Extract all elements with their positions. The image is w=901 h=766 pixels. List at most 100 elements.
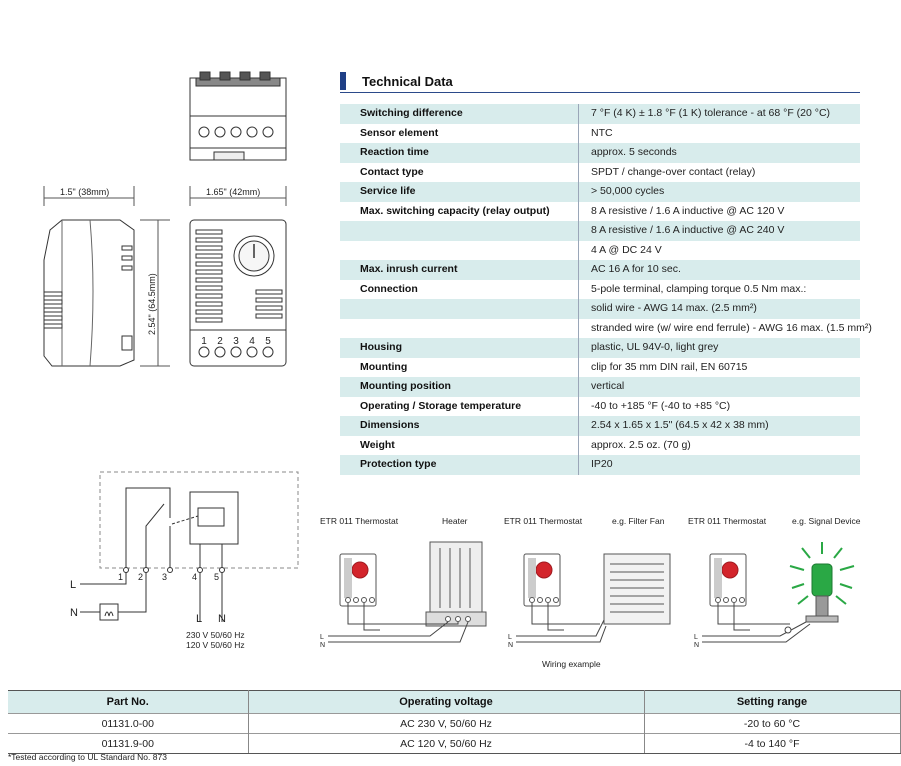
- wiring-label-3: ETR 011 Thermostat: [688, 516, 767, 526]
- side-view: [43, 186, 135, 367]
- table-row: stranded wire (w/ wire end ferrule) - AW…: [340, 318, 872, 338]
- heater: [425, 541, 487, 627]
- dim-width-side: 1.5" (38mm): [60, 187, 109, 197]
- spec-key: [340, 299, 579, 319]
- technical-data-title: Technical Data: [362, 74, 453, 89]
- spec-key: [340, 240, 579, 260]
- spec-value: > 50,000 cycles: [578, 182, 860, 202]
- spec-key: Weight: [340, 435, 579, 455]
- spec-value: stranded wire (w/ wire end ferrule) - AW…: [591, 321, 872, 334]
- setting-range: -4 to 140 °F: [644, 733, 901, 754]
- table-row: Operating / Storage temperature -40 to +1…: [340, 396, 860, 416]
- spec-key: Operating / Storage temperature: [340, 396, 579, 416]
- sch-voltage-2: 120 V 50/60 Hz: [186, 640, 245, 650]
- circuit-schematic: 1 2 3 4 5 L N L N 230 V 50/60 Hz 120 V 5…: [70, 471, 299, 650]
- header-setting-range: Setting range: [644, 690, 901, 714]
- sch-terminal-2: 2: [138, 572, 143, 582]
- terminal-5-label: 5: [265, 336, 271, 347]
- footnote: *Tested according to UL Standard No. 873: [8, 752, 167, 762]
- spec-value: IP20: [578, 455, 860, 475]
- wiring-examples: ETR 011 Thermostat Heater ETR 011 Thermo…: [320, 516, 861, 669]
- spec-key: Protection type: [340, 455, 579, 475]
- dim-width-front: 1.65" (42mm): [206, 187, 260, 197]
- section-marker: [340, 72, 346, 90]
- front-terminal-numbers: 1 2 3 4 5: [201, 336, 271, 347]
- table-row: 01131.9-00 AC 120 V, 50/60 Hz -4 to 140 …: [8, 733, 901, 754]
- thermostat-1: [339, 553, 377, 607]
- parts-header-row: Part No. Operating voltage Setting range: [8, 690, 901, 714]
- wiring-caption: Wiring example: [542, 659, 601, 669]
- wiring-label-1: ETR 011 Thermostat: [320, 516, 399, 526]
- wire-n-3: N: [694, 642, 699, 649]
- spec-value: approx. 5 seconds: [578, 143, 860, 163]
- sch-terminal-3: 3: [162, 572, 167, 582]
- wiring-device-1: Heater: [442, 516, 468, 526]
- terminal-3-label: 3: [233, 336, 239, 347]
- sch-voltage-1: 230 V 50/60 Hz: [186, 630, 245, 640]
- schematic-terminal-numbers: 1 2 3 4 5: [118, 572, 219, 582]
- operating-voltage: AC 120 V, 50/60 Hz: [248, 733, 645, 754]
- wiring-device-3: e.g. Signal Device: [792, 516, 861, 526]
- spec-key: Reaction time: [340, 143, 579, 163]
- spec-value: 7 °F (4 K) ± 1.8 °F (1 K) tolerance - at…: [578, 104, 860, 124]
- wire-n-1: N: [320, 642, 325, 649]
- wire-l-1: L: [320, 634, 324, 641]
- sch-line-l: L: [70, 579, 76, 591]
- spec-value: NTC: [591, 126, 613, 139]
- filter-fan: [603, 553, 671, 625]
- wire-n-2: N: [508, 642, 513, 649]
- sch-terminal-1: 1: [118, 572, 123, 582]
- height-dimension: [140, 219, 170, 367]
- spec-value: SPDT / change-over contact (relay): [591, 165, 756, 178]
- parts-table: Part No. Operating voltage Setting range…: [8, 690, 901, 754]
- spec-key: Service life: [340, 182, 579, 202]
- table-row: Max. switching capacity (relay output)8 …: [340, 201, 860, 221]
- sch-terminal-4: 4: [192, 572, 197, 582]
- spec-key: Sensor element: [340, 123, 579, 143]
- thermostat-3: [709, 553, 747, 607]
- terminal-4-label: 4: [249, 336, 255, 347]
- spec-key: Housing: [340, 338, 579, 358]
- thermostat-2: [523, 553, 561, 607]
- dimension-drawing: 1.5" (38mm) 1.65" (42mm) 2.54" (64.5mm) …: [43, 71, 287, 367]
- spec-key: Max. switching capacity (relay output): [340, 201, 579, 221]
- table-row: Sensor element NTC: [340, 123, 860, 143]
- dim-height: 2.54" (64.5mm): [147, 273, 157, 335]
- wire-l-2: L: [508, 634, 512, 641]
- title-rule: [340, 92, 860, 93]
- spec-key: Contact type: [340, 162, 579, 182]
- operating-voltage: AC 230 V, 50/60 Hz: [248, 713, 645, 734]
- spec-value: solid wire - AWG 14 max. (2.5 mm²): [578, 299, 860, 319]
- header-part-no: Part No.: [8, 690, 249, 714]
- spec-value: -40 to +185 °F (-40 to +85 °C): [591, 399, 731, 412]
- table-row: 4 A @ DC 24 V: [340, 240, 860, 260]
- table-row: Weight approx. 2.5 oz. (70 g): [340, 435, 860, 455]
- table-row: Service life> 50,000 cycles: [340, 182, 860, 202]
- part-no: 01131.0-00: [8, 713, 249, 734]
- sch-line-n: N: [70, 607, 78, 619]
- spec-key: Mounting: [340, 357, 579, 377]
- table-row: 01131.0-00 AC 230 V, 50/60 Hz -20 to 60 …: [8, 713, 901, 734]
- spec-value: plastic, UL 94V-0, light grey: [578, 338, 860, 358]
- spec-key: Mounting position: [340, 377, 579, 397]
- spec-key: Dimensions: [340, 416, 579, 436]
- front-view: [189, 186, 287, 367]
- terminal-2-label: 2: [217, 336, 223, 347]
- table-row: solid wire - AWG 14 max. (2.5 mm²): [340, 299, 860, 319]
- spec-value: 5-pole terminal, clamping torque 0.5 Nm …: [591, 282, 807, 295]
- wire-l-3: L: [694, 634, 698, 641]
- spec-value: approx. 2.5 oz. (70 g): [591, 438, 691, 451]
- table-row: 8 A resistive / 1.6 A inductive @ AC 240…: [340, 221, 860, 241]
- setting-range: -20 to 60 °C: [644, 713, 901, 734]
- sch-out-l: L: [196, 613, 202, 625]
- header-operating-voltage: Operating voltage: [248, 690, 645, 714]
- wiring-device-2: e.g. Filter Fan: [612, 516, 665, 526]
- spec-key: [340, 221, 579, 241]
